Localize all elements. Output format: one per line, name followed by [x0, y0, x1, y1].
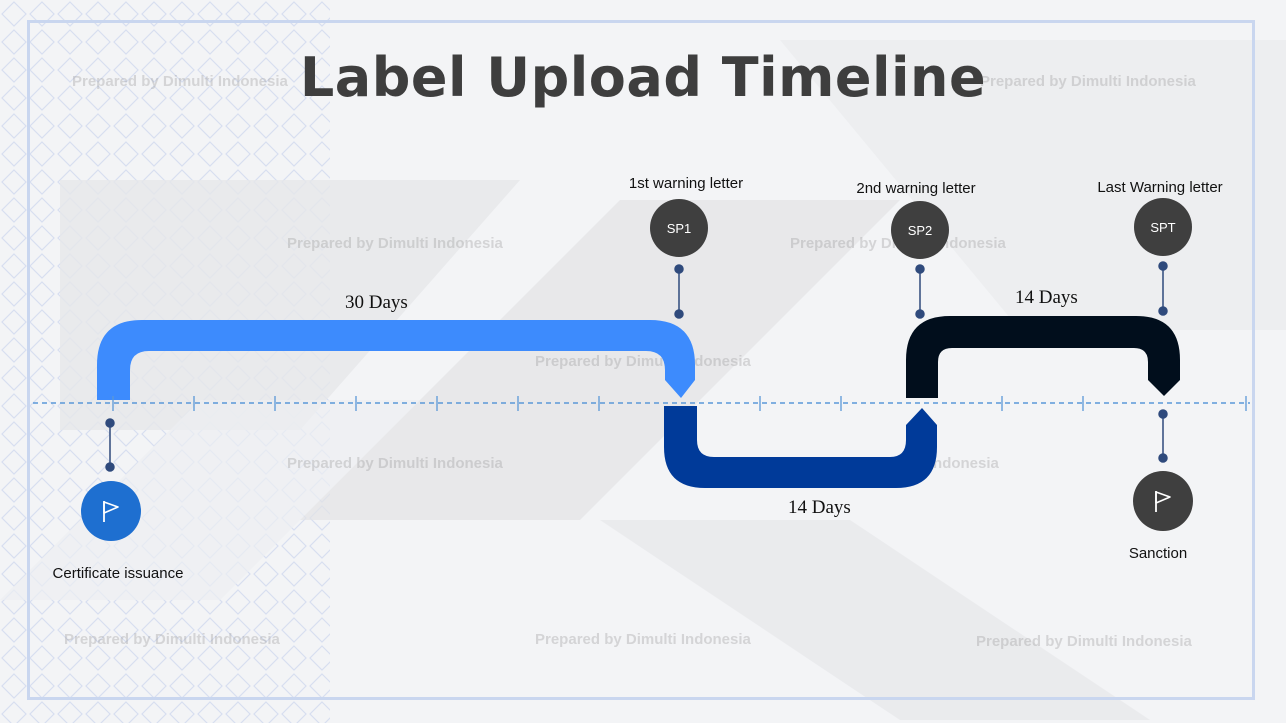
axis-ticks: [112, 396, 1247, 411]
connector-end: [1158, 409, 1168, 463]
watermark-text: Prepared by Dimulti Indonesia: [535, 631, 751, 648]
connector-sp1: [674, 264, 684, 319]
milestone-code-sp1: SP1: [666, 220, 692, 236]
connector-sp2: [915, 264, 925, 319]
flag-icon: [1155, 491, 1171, 512]
watermark-text: Prepared by Dimulti Indonesia: [976, 633, 1192, 650]
milestone-label-sp1: 1st warning letter: [628, 175, 744, 192]
period-bracket-14-days-second: [906, 316, 1180, 398]
milestone-code-sp2: SP2: [907, 222, 933, 238]
milestone-label-end: Sanction: [1128, 545, 1188, 562]
watermark-text: Prepared by Dimulti Indonesia: [980, 73, 1196, 90]
connector-spt: [1158, 261, 1168, 316]
flag-icon: [103, 501, 119, 522]
watermark-text: Prepared by Dimulti Indonesia: [287, 235, 503, 252]
milestone-node-start: [81, 481, 141, 541]
milestone-node-sp1: SP1: [650, 199, 708, 257]
milestone-label-sp2: 2nd warning letter: [856, 180, 976, 197]
watermark-text: Prepared by Dimulti Indonesia: [72, 73, 288, 90]
milestone-label-start: Certificate issuance: [52, 565, 184, 582]
milestone-code-spt: SPT: [1150, 219, 1176, 235]
watermark-text: Prepared by Dimulti Indonesia: [64, 631, 280, 648]
page-title: Label Upload Timeline: [299, 46, 987, 109]
milestone-node-spt: SPT: [1134, 198, 1192, 256]
milestone-node-sp2: SP2: [891, 201, 949, 259]
milestone-node-end: [1133, 471, 1193, 531]
watermark-text: Prepared by Dimulti Indonesia: [287, 455, 503, 472]
period-label-14-days-second: 14 Days: [1015, 287, 1078, 308]
watermark-text: Prepared by Dimulti Indonesia: [535, 353, 751, 370]
content-frame: [27, 20, 1255, 700]
period-label-14-days-first: 14 Days: [788, 497, 851, 518]
period-bracket-30-days: [97, 320, 695, 400]
connector-start: [105, 418, 115, 472]
milestone-label-spt: Last Warning letter: [1097, 179, 1223, 196]
period-bracket-14-days-first: [664, 406, 937, 488]
period-label-30-days: 30 Days: [345, 292, 408, 313]
